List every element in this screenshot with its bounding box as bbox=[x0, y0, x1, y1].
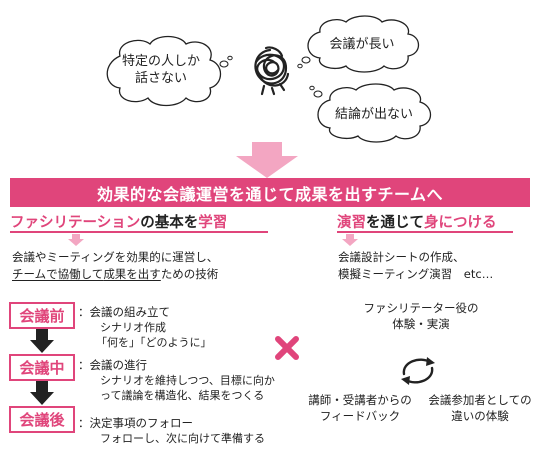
cycle-text-bottom-right: 会議参加者としての 違いの体験 bbox=[420, 392, 540, 424]
left-body-ul2: 成果を出す bbox=[103, 267, 161, 281]
right-title-pink2: 身につける bbox=[424, 215, 497, 231]
cycle-arrows-icon bbox=[401, 357, 435, 385]
right-title-dark: を通じて bbox=[366, 215, 424, 231]
step-box-during: 会議中 bbox=[9, 354, 75, 381]
left-body-end: ための技術 bbox=[160, 267, 219, 281]
cycle-text-bottom-left: 講師・受講者からの フィードバック bbox=[300, 392, 420, 424]
cycle-bl-line2: フィードバック bbox=[319, 409, 401, 423]
left-body-line2: チームで協働して成果を出すための技術 bbox=[12, 266, 218, 283]
cycle-br-line2: 違いの体験 bbox=[451, 409, 509, 423]
right-section-title: 演習を通じて身につける bbox=[337, 211, 497, 232]
right-title-underline bbox=[337, 231, 513, 233]
thought-bubble-top-right bbox=[297, 15, 420, 73]
left-body-line1: 会議やミーティングを効果的に運営し、 bbox=[12, 250, 219, 264]
small-down-arrow-left-icon bbox=[68, 234, 84, 246]
step-box-before: 会議前 bbox=[9, 302, 75, 329]
small-down-arrow-right-icon bbox=[342, 234, 358, 246]
cycle-br-line1: 会議参加者としての bbox=[428, 393, 532, 407]
main-banner: 効果的な会議運営を通じて成果を出すチームへ bbox=[10, 178, 530, 207]
step-desc-after: ：決定事項のフォロー bbox=[78, 416, 193, 430]
cycle-text-top: ファシリテーター役の 体験・実演 bbox=[346, 300, 496, 332]
step-arrow-1-icon bbox=[30, 329, 54, 353]
right-body-line1: 会議設計シートの作成、 bbox=[338, 250, 465, 264]
down-arrow-icon bbox=[236, 142, 298, 178]
bubble-text-left: 特定の人しか 話さない bbox=[106, 53, 216, 87]
step-box-after: 会議後 bbox=[9, 406, 75, 433]
right-body-line2: 模擬ミーティング演習 etc… bbox=[338, 267, 494, 281]
step-sub2-during: って議論を構造化、結果をつくる bbox=[100, 389, 265, 402]
left-section-title: ファシリテーションの基本を学習 bbox=[10, 211, 227, 232]
step-sub1-before: シナリオ作成 bbox=[100, 321, 166, 334]
right-title-pink: 演習 bbox=[337, 215, 366, 231]
left-title-underline bbox=[10, 231, 268, 233]
bubble-text-top-right: 会議が長い bbox=[329, 37, 395, 52]
tangled-scribble-icon bbox=[254, 46, 290, 96]
step-arrow-2-icon bbox=[30, 381, 54, 405]
left-title-pink2: 学習 bbox=[198, 215, 228, 231]
left-title-pink: ファシリテーション bbox=[10, 215, 141, 231]
thought-bubble-bottom-right bbox=[309, 83, 432, 143]
left-body-text: 会議やミーティングを効果的に運営し、 チームで協働して成果を出すための技術 bbox=[12, 249, 218, 283]
left-title-dark: の基本を bbox=[140, 215, 199, 231]
cycle-top-line2: 体験・実演 bbox=[392, 317, 450, 331]
cycle-top-line1: ファシリテーター役の bbox=[363, 301, 479, 315]
step-desc-before: ：会議の組み立て bbox=[78, 305, 170, 319]
multiply-icon bbox=[275, 336, 299, 360]
bubble-left-line2: 話さない bbox=[134, 71, 187, 86]
left-body-ul1: チームで協働して bbox=[12, 267, 104, 281]
step-sub1-after: フォローし、次に向けて準備する bbox=[100, 432, 265, 445]
step-sub1-during: シナリオを維持しつつ、目標に向か bbox=[100, 374, 275, 387]
right-body-text: 会議設計シートの作成、 模擬ミーティング演習 etc… bbox=[338, 249, 493, 283]
cycle-bl-line1: 講師・受講者からの bbox=[308, 393, 412, 407]
bubble-text-bottom-right: 結論が出ない bbox=[334, 107, 413, 122]
step-sub2-before: 「何を」「どのように」 bbox=[96, 336, 212, 349]
step-desc-during: ：会議の進行 bbox=[78, 358, 147, 372]
bubble-left-line1: 特定の人しか bbox=[121, 54, 200, 69]
thought-bubble-left bbox=[106, 35, 233, 107]
